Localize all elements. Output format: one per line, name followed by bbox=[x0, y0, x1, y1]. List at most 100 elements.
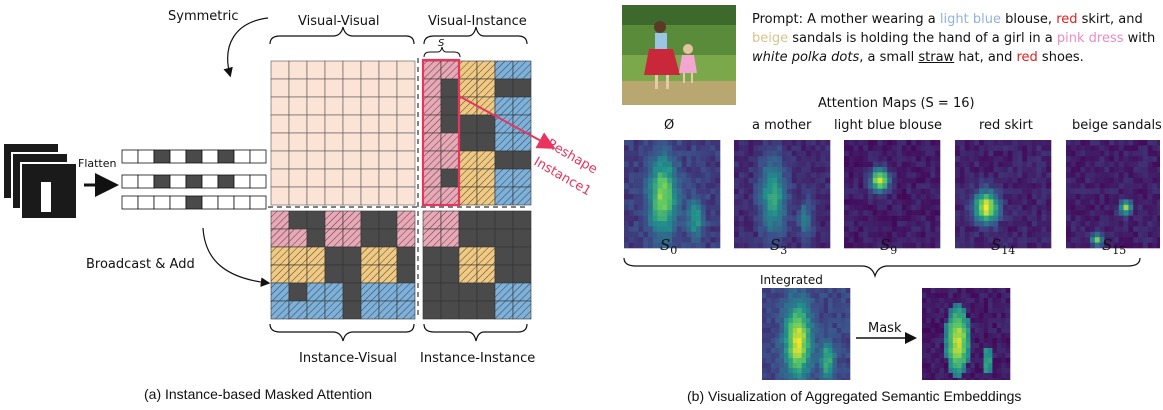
vv-cell bbox=[360, 78, 380, 98]
brace-visual-instance bbox=[423, 26, 528, 45]
mask-label: Mask bbox=[868, 321, 902, 336]
vi-cell bbox=[512, 78, 532, 98]
iv-cell bbox=[306, 210, 326, 230]
iv-cell bbox=[396, 264, 416, 284]
flat-token bbox=[169, 149, 187, 164]
iv-cell bbox=[360, 210, 380, 230]
vv-cell bbox=[306, 60, 326, 80]
prompt-part: blouse, bbox=[1000, 12, 1057, 27]
s-mark-label: S bbox=[438, 38, 445, 49]
ii-cell bbox=[458, 300, 478, 320]
masked-map bbox=[922, 288, 1011, 380]
prompt-part: with bbox=[1123, 31, 1156, 46]
prompt-beige: beige bbox=[752, 31, 789, 46]
vv-cell bbox=[396, 150, 416, 170]
vv-cell bbox=[288, 60, 308, 80]
ii-cell bbox=[440, 264, 460, 284]
vv-cell bbox=[378, 186, 398, 206]
vv-cell bbox=[288, 114, 308, 134]
map-label: Ø bbox=[664, 118, 675, 133]
iv-cell bbox=[378, 228, 398, 248]
vv-cell bbox=[360, 186, 380, 206]
vv-cell bbox=[360, 132, 380, 152]
iv-cell bbox=[306, 228, 326, 248]
flat-token bbox=[217, 195, 235, 210]
maps-brace bbox=[623, 257, 1141, 279]
vv-cell bbox=[342, 96, 362, 116]
vv-cell bbox=[342, 186, 362, 206]
ii-cell bbox=[494, 246, 514, 266]
prompt-part: shoes. bbox=[1037, 50, 1084, 65]
iv-cell bbox=[396, 246, 416, 266]
vv-cell bbox=[270, 78, 290, 98]
vv-cell bbox=[270, 186, 290, 206]
ii-cell bbox=[476, 228, 496, 248]
vv-cell bbox=[396, 78, 416, 98]
reshape-arrow bbox=[458, 95, 556, 149]
vv-cell bbox=[288, 96, 308, 116]
vv-cell bbox=[288, 168, 308, 188]
iv-cell bbox=[288, 210, 308, 230]
vv-cell bbox=[378, 150, 398, 170]
map-label: beige sandals bbox=[1072, 118, 1162, 133]
flat-token bbox=[137, 149, 155, 164]
vv-cell bbox=[324, 132, 344, 152]
prompt-straw: straw bbox=[918, 50, 955, 65]
vv-cell bbox=[342, 168, 362, 188]
ii-cell bbox=[458, 282, 478, 302]
attention-matrix bbox=[270, 60, 532, 320]
flat-token bbox=[233, 149, 251, 164]
symmetric-arrow bbox=[223, 17, 269, 78]
flat-token bbox=[185, 195, 203, 210]
vi-cell bbox=[440, 96, 460, 116]
vi-cell bbox=[512, 150, 532, 170]
vv-cell bbox=[324, 78, 344, 98]
flat-token bbox=[121, 174, 139, 189]
map-label: red skirt bbox=[979, 118, 1033, 133]
vv-cell bbox=[378, 78, 398, 98]
scene-photo bbox=[622, 5, 736, 105]
vv-cell bbox=[270, 132, 290, 152]
maps-title: Attention Maps (S = 16) bbox=[818, 96, 975, 111]
vv-cell bbox=[306, 96, 326, 116]
vv-cell bbox=[342, 150, 362, 170]
prompt-part: A mother wearing a bbox=[803, 12, 940, 27]
symmetric-label: Symmetric bbox=[168, 9, 238, 24]
broadcast-label: Broadcast & Add bbox=[86, 257, 195, 272]
attention-map-1 bbox=[734, 140, 831, 249]
vv-cell bbox=[306, 186, 326, 206]
integrated-label: Integrated bbox=[760, 273, 823, 287]
iv-cell bbox=[342, 246, 362, 266]
iv-cell bbox=[288, 282, 308, 302]
flat-token bbox=[153, 149, 171, 164]
attention-map-0 bbox=[624, 140, 721, 249]
map-sub-label: S15 bbox=[1102, 236, 1127, 257]
iv-cell bbox=[342, 300, 362, 320]
map-label: light blue blouse bbox=[834, 118, 943, 133]
ii-cell bbox=[494, 228, 514, 248]
ii-cell bbox=[494, 210, 514, 230]
prompt-part: sandals is holding the hand of a girl in… bbox=[788, 31, 1057, 46]
prompt-part: hat, and bbox=[954, 50, 1017, 65]
attention-map-4 bbox=[1066, 140, 1160, 249]
vv-cell bbox=[342, 114, 362, 134]
ii-cell bbox=[512, 246, 532, 266]
flat-token bbox=[185, 149, 203, 164]
vv-cell bbox=[396, 168, 416, 188]
vv-cell bbox=[396, 96, 416, 116]
flatten-label: Flatten bbox=[78, 157, 117, 170]
vv-cell bbox=[342, 78, 362, 98]
flat-token bbox=[201, 195, 219, 210]
iv-cell bbox=[378, 210, 398, 230]
ii-cell bbox=[422, 282, 442, 302]
vv-cell bbox=[324, 186, 344, 206]
flat-token bbox=[169, 195, 187, 210]
caption-b: (b) Visualization of Aggregated Semantic… bbox=[687, 388, 1022, 404]
vv-cell bbox=[306, 150, 326, 170]
attention-map-3 bbox=[955, 140, 1052, 249]
map-sub-label: S3 bbox=[770, 236, 788, 257]
vi-cell bbox=[494, 78, 514, 98]
ii-cell bbox=[512, 210, 532, 230]
vv-cell bbox=[306, 78, 326, 98]
